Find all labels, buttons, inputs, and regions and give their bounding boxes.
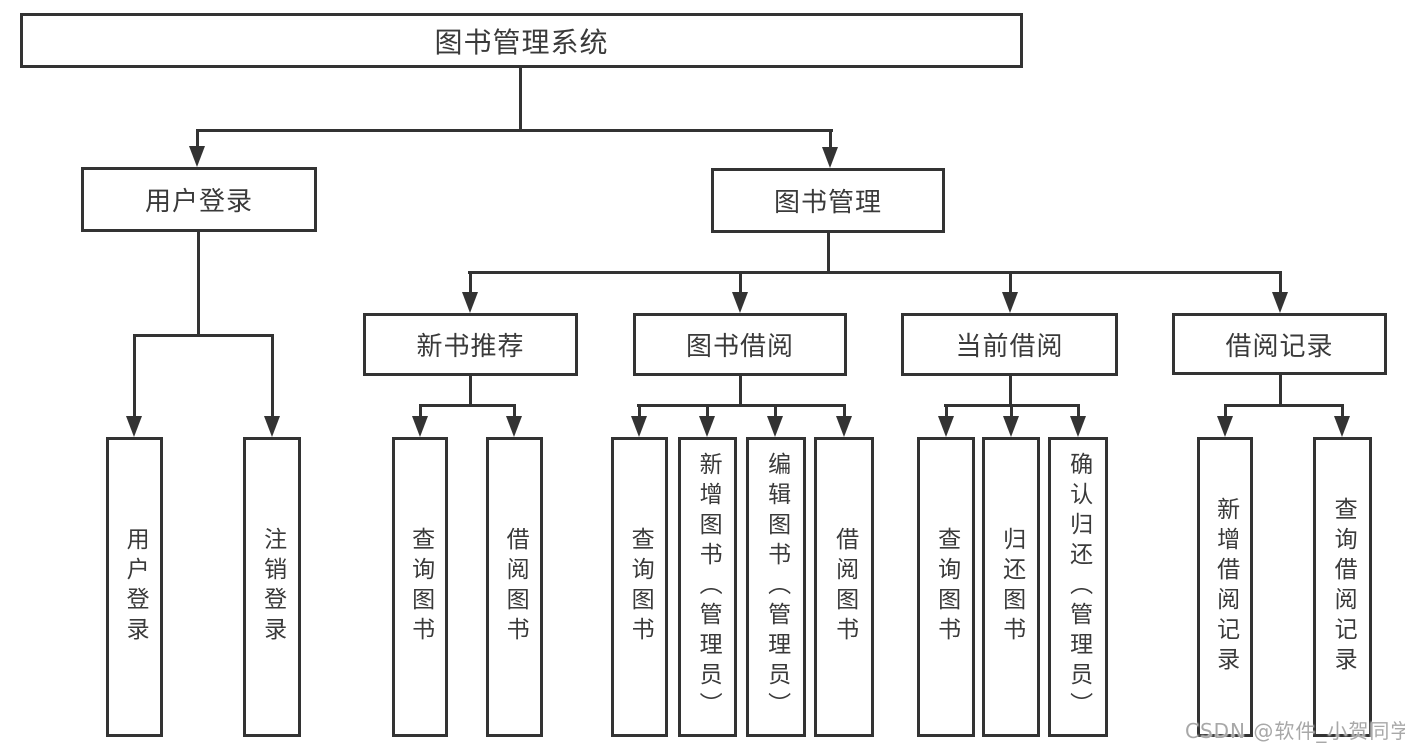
connector-leaf-drop [271, 334, 274, 418]
connector-borrow-records-stem [1279, 374, 1282, 406]
connector-root-branch [196, 129, 833, 132]
connector-user-login-branch [133, 334, 274, 337]
arrow-down-icon [938, 416, 954, 437]
node-book-mgmt-label: 图书管理 [773, 188, 882, 218]
connector-leaf-drop [706, 404, 709, 418]
leaf-currentborrow-query: 查询图书 [917, 437, 975, 737]
arrow-down-icon [126, 416, 142, 437]
node-current-borrow: 当前借阅 [901, 313, 1118, 376]
connector-book-mgmt-drop [829, 129, 832, 148]
node-new-book-rec: 新书推荐 [363, 313, 578, 376]
connector-leaf-drop [843, 404, 846, 418]
leaf-bookborrow-edit: 编辑图书（管理员） [746, 437, 806, 737]
connector-book-mgmt-branch [468, 271, 1282, 274]
connector-book-borrow-branch [637, 404, 846, 407]
leaf-logout: 注销登录 [243, 437, 301, 737]
node-current-borrow-label: 当前借阅 [955, 332, 1064, 362]
node-book-borrow: 图书借阅 [633, 313, 847, 376]
arrow-down-icon [1070, 416, 1086, 437]
connector-user-login-drop [196, 129, 199, 148]
leaf-bookborrow-add-label: 新增图书（管理员） [695, 452, 722, 722]
node-root: 图书管理系统 [20, 13, 1023, 68]
connector-user-login-stem [197, 232, 200, 337]
connector-level3-drop [1009, 271, 1012, 293]
leaf-currentborrow-return: 归还图书 [982, 437, 1040, 737]
leaf-records-query: 查询借阅记录 [1313, 437, 1372, 737]
leaf-currentborrow-confirm: 确认归还（管理员） [1048, 437, 1108, 737]
arrow-down-icon [506, 416, 522, 437]
arrow-down-icon [699, 416, 715, 437]
leaf-newbook-query: 查询图书 [392, 437, 448, 737]
arrow-down-icon [631, 416, 647, 437]
watermark: CSDN @软件_小贺同学 [1185, 719, 1405, 743]
connector-leaf-drop [133, 334, 136, 418]
connector-leaf-drop [513, 404, 516, 418]
connector-leaf-drop [774, 404, 777, 418]
arrow-down-icon [412, 416, 428, 437]
connector-level3-drop [469, 271, 472, 293]
connector-leaf-drop [419, 404, 422, 418]
connector-book-borrow-stem [739, 374, 742, 406]
leaf-bookborrow-query-label: 查询图书 [627, 527, 654, 647]
node-root-label: 图书管理系统 [434, 25, 609, 59]
connector-current-borrow-stem [1009, 374, 1012, 406]
connector-level3-drop [739, 271, 742, 293]
arrow-down-icon [1003, 416, 1019, 437]
connector-root-stem [519, 68, 522, 132]
connector-leaf-drop [638, 404, 641, 418]
leaf-records-add-label: 新增借阅记录 [1212, 497, 1239, 677]
arrow-down-icon [1002, 292, 1018, 313]
connector-level3-drop [1279, 271, 1282, 293]
node-borrow-records-label: 借阅记录 [1225, 331, 1334, 362]
node-new-book-rec-label: 新书推荐 [416, 332, 525, 362]
leaf-logout-label: 注销登录 [259, 527, 286, 647]
leaf-records-add: 新增借阅记录 [1197, 437, 1253, 737]
leaf-bookborrow-borrow-label: 借阅图书 [831, 527, 858, 647]
arrow-down-icon [1217, 416, 1233, 437]
leaf-currentborrow-query-label: 查询图书 [933, 527, 960, 647]
leaf-user-login: 用户登录 [106, 437, 163, 737]
arrow-down-icon [1272, 292, 1288, 313]
leaf-bookborrow-query: 查询图书 [611, 437, 668, 737]
leaf-newbook-borrow-label: 借阅图书 [502, 527, 529, 647]
leaf-newbook-borrow: 借阅图书 [486, 437, 543, 737]
leaf-newbook-query-label: 查询图书 [407, 527, 434, 647]
node-user-login: 用户登录 [81, 167, 317, 232]
leaf-records-query-label: 查询借阅记录 [1330, 497, 1357, 677]
node-book-borrow-label: 图书借阅 [685, 332, 794, 362]
node-book-mgmt: 图书管理 [711, 168, 945, 233]
connector-leaf-drop [1010, 404, 1013, 418]
connector-leaf-drop [1341, 404, 1344, 418]
leaf-bookborrow-add: 新增图书（管理员） [678, 437, 737, 737]
arrow-down-icon [732, 292, 748, 313]
arrow-down-icon [767, 416, 783, 437]
node-borrow-records: 借阅记录 [1172, 313, 1387, 375]
arrow-down-icon [1334, 416, 1350, 437]
leaf-user-login-label: 用户登录 [122, 527, 149, 647]
arrow-down-icon [462, 292, 478, 313]
arrow-down-icon [189, 146, 205, 167]
connector-borrow-records-branch [1224, 404, 1344, 407]
connector-leaf-drop [1224, 404, 1227, 418]
arrow-down-icon [836, 416, 852, 437]
node-user-login-label: 用户登录 [144, 187, 253, 217]
connector-leaf-drop [945, 404, 948, 418]
arrow-down-icon [822, 147, 838, 168]
leaf-currentborrow-confirm-label: 确认归还（管理员） [1065, 452, 1092, 722]
leaf-bookborrow-borrow: 借阅图书 [814, 437, 874, 737]
connector-new-book-stem [469, 374, 472, 406]
connector-book-mgmt-stem [827, 233, 830, 274]
leaf-bookborrow-edit-label: 编辑图书（管理员） [763, 452, 790, 722]
connector-new-book-branch [419, 404, 516, 407]
leaf-currentborrow-return-label: 归还图书 [998, 527, 1025, 647]
connector-leaf-drop [1077, 404, 1080, 418]
arrow-down-icon [264, 416, 280, 437]
